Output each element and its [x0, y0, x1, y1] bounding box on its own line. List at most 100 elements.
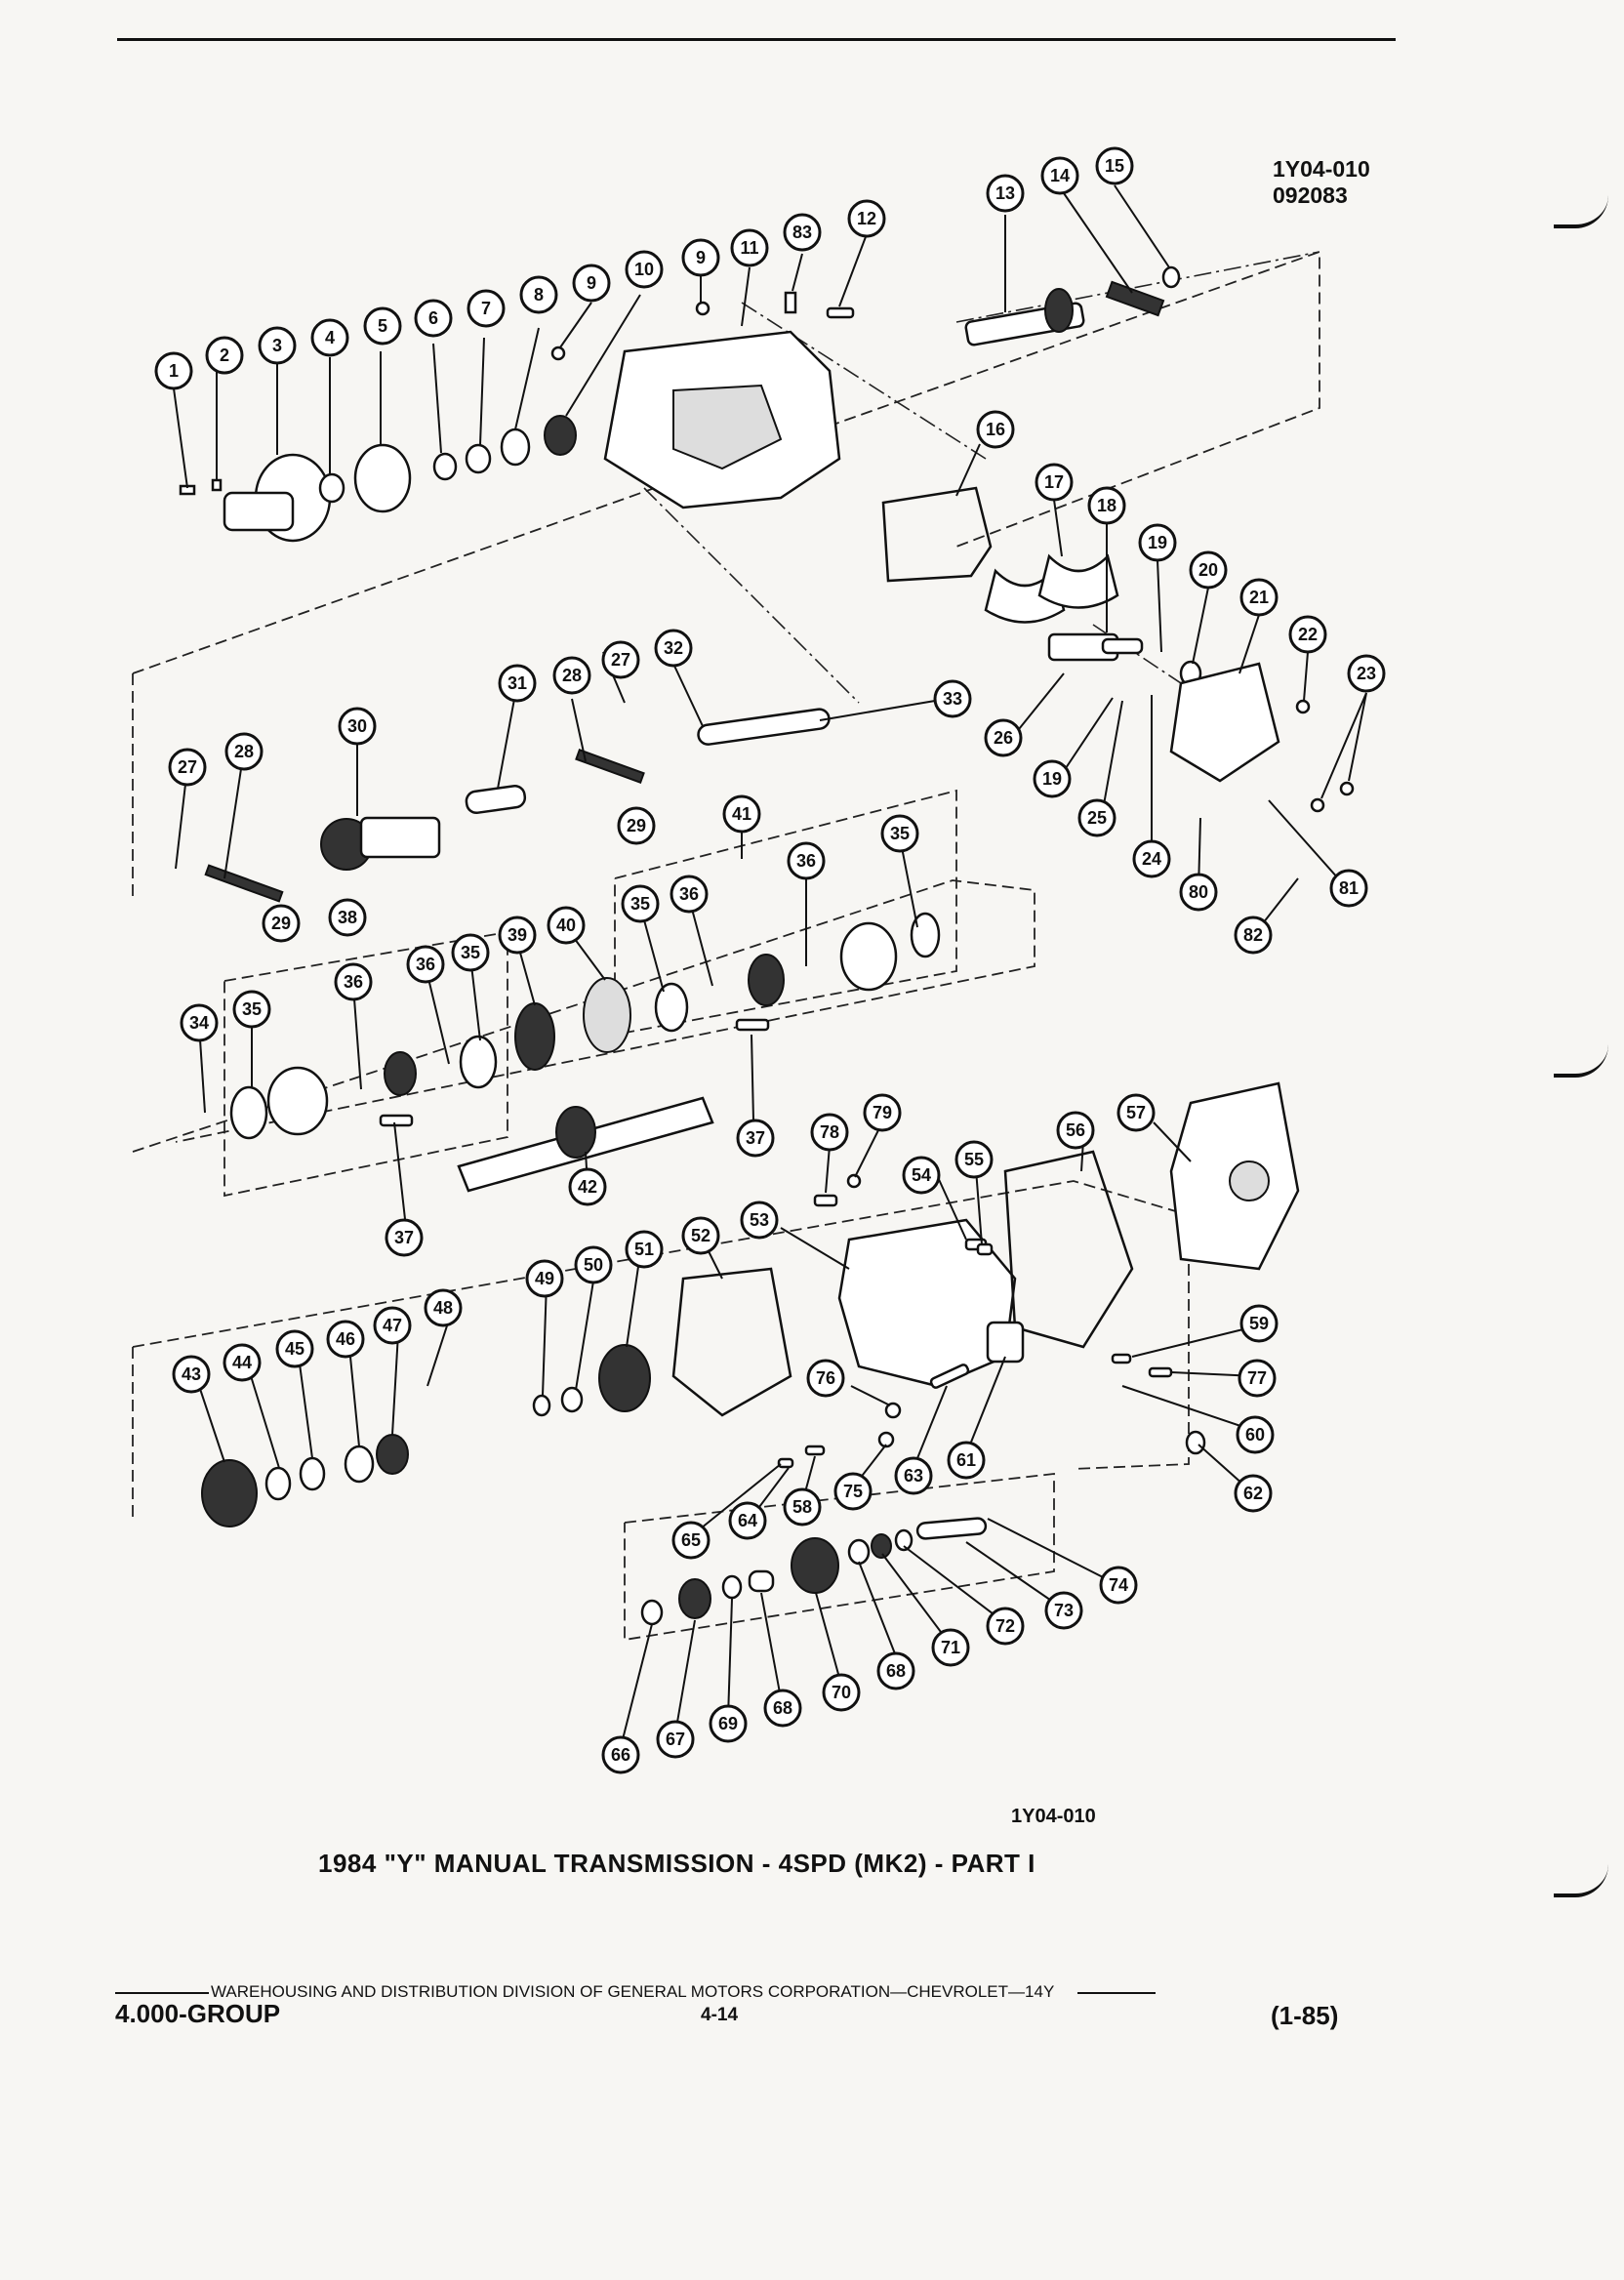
svg-text:7: 7	[481, 299, 491, 318]
leader-lines	[173, 184, 1367, 1748]
callout-64: 64	[728, 1501, 767, 1540]
callout-31: 31	[498, 664, 537, 703]
callout-29b: 29	[262, 904, 301, 943]
callout-53: 53	[740, 1201, 779, 1240]
callout-16: 16	[976, 410, 1015, 449]
callout-68b: 68	[763, 1689, 802, 1728]
parts-illustration	[179, 265, 1355, 1626]
callout-57: 57	[1116, 1093, 1156, 1132]
svg-text:4: 4	[325, 328, 335, 347]
callout-44: 44	[223, 1343, 262, 1382]
svg-text:57: 57	[1126, 1103, 1146, 1122]
callout-51: 51	[625, 1230, 664, 1269]
callout-63: 63	[894, 1456, 933, 1495]
callout-9b: 9	[681, 238, 720, 277]
callout-81: 81	[1329, 869, 1368, 908]
callout-29: 29	[617, 806, 656, 845]
callout-18: 18	[1087, 486, 1126, 525]
center-line-3	[955, 251, 1320, 323]
svg-text:8: 8	[534, 285, 544, 305]
svg-text:50: 50	[584, 1255, 603, 1275]
callout-35b: 35	[621, 884, 660, 923]
svg-text:47: 47	[383, 1316, 402, 1335]
svg-text:35: 35	[630, 894, 650, 914]
center-line-2	[643, 487, 860, 704]
svg-text:52: 52	[691, 1226, 710, 1245]
svg-text:60: 60	[1245, 1425, 1265, 1445]
callout-25: 25	[1077, 798, 1116, 837]
callout-39: 39	[498, 916, 537, 955]
callout-66: 66	[601, 1735, 640, 1774]
callout-35d: 35	[451, 933, 490, 972]
footer-page-number: 4-14	[701, 2005, 739, 2025]
callout-70: 70	[822, 1673, 861, 1712]
callout-74: 74	[1099, 1566, 1138, 1605]
callout-22: 22	[1288, 615, 1327, 654]
svg-text:32: 32	[664, 638, 683, 658]
callout-10: 10	[625, 250, 664, 289]
svg-text:42: 42	[578, 1177, 597, 1197]
callout-12: 12	[847, 199, 886, 238]
callout-52: 52	[681, 1216, 720, 1255]
diagram-reference: 1Y04-010 092083	[1273, 156, 1370, 209]
svg-text:53: 53	[750, 1210, 769, 1230]
svg-text:66: 66	[611, 1745, 630, 1765]
svg-text:17: 17	[1044, 472, 1064, 492]
svg-text:36: 36	[796, 851, 816, 871]
callout-20: 20	[1189, 550, 1228, 590]
svg-text:82: 82	[1243, 925, 1263, 945]
svg-text:61: 61	[956, 1450, 976, 1470]
diagram-code: 1Y04-010	[1273, 156, 1370, 182]
svg-text:16: 16	[986, 420, 1005, 439]
svg-text:20: 20	[1198, 560, 1218, 580]
callout-6: 6	[414, 299, 453, 338]
svg-text:79: 79	[873, 1103, 892, 1122]
binding-mark	[1554, 195, 1608, 228]
callout-23: 23	[1347, 654, 1386, 693]
svg-text:23: 23	[1357, 664, 1376, 683]
callout-1: 1	[154, 351, 193, 390]
svg-text:38: 38	[338, 908, 357, 927]
callout-56: 56	[1056, 1111, 1095, 1150]
svg-text:35: 35	[242, 999, 262, 1019]
svg-text:76: 76	[816, 1368, 835, 1388]
svg-text:29: 29	[271, 914, 291, 933]
svg-text:29: 29	[627, 816, 646, 835]
callout-37b: 37	[385, 1218, 424, 1257]
callout-55: 55	[954, 1140, 994, 1179]
region-outline-case	[132, 250, 1320, 674]
svg-text:11: 11	[740, 238, 758, 258]
svg-text:80: 80	[1189, 882, 1208, 902]
svg-text:30: 30	[347, 716, 367, 736]
svg-text:83: 83	[792, 223, 812, 242]
svg-text:3: 3	[272, 336, 282, 355]
svg-text:37: 37	[746, 1128, 765, 1148]
callout-38: 38	[328, 898, 367, 937]
region-outline-extension	[132, 1180, 1190, 1470]
svg-text:19: 19	[1148, 533, 1167, 552]
callout-68: 68	[876, 1651, 915, 1690]
figure-caption: 1984 "Y" MANUAL TRANSMISSION - 4SPD (MK2…	[318, 1849, 1035, 1878]
callout-36b: 36	[670, 875, 709, 914]
callout-78: 78	[810, 1113, 849, 1152]
callout-75: 75	[833, 1472, 873, 1511]
callout-15: 15	[1095, 146, 1134, 185]
svg-text:49: 49	[535, 1269, 554, 1288]
callout-80: 80	[1179, 873, 1218, 912]
svg-text:15: 15	[1105, 156, 1124, 176]
exploded-view-diagram: 1 2 3 4 5 6 7 8 9 10 9 11 83 12 13 14 15…	[132, 146, 1386, 1774]
footer-rule-left	[115, 1991, 209, 1994]
callout-48: 48	[424, 1288, 463, 1327]
callout-77: 77	[1238, 1359, 1277, 1398]
callout-50: 50	[574, 1245, 613, 1284]
footer-rule-right	[1077, 1991, 1157, 1994]
svg-text:68: 68	[886, 1661, 906, 1681]
callout-67: 67	[656, 1720, 695, 1759]
svg-text:36: 36	[679, 884, 699, 904]
callout-62: 62	[1234, 1474, 1273, 1513]
svg-text:54: 54	[912, 1165, 931, 1185]
callout-72: 72	[986, 1607, 1025, 1646]
callout-61: 61	[947, 1441, 986, 1480]
callout-32: 32	[654, 629, 693, 668]
callout-42: 42	[568, 1167, 607, 1206]
